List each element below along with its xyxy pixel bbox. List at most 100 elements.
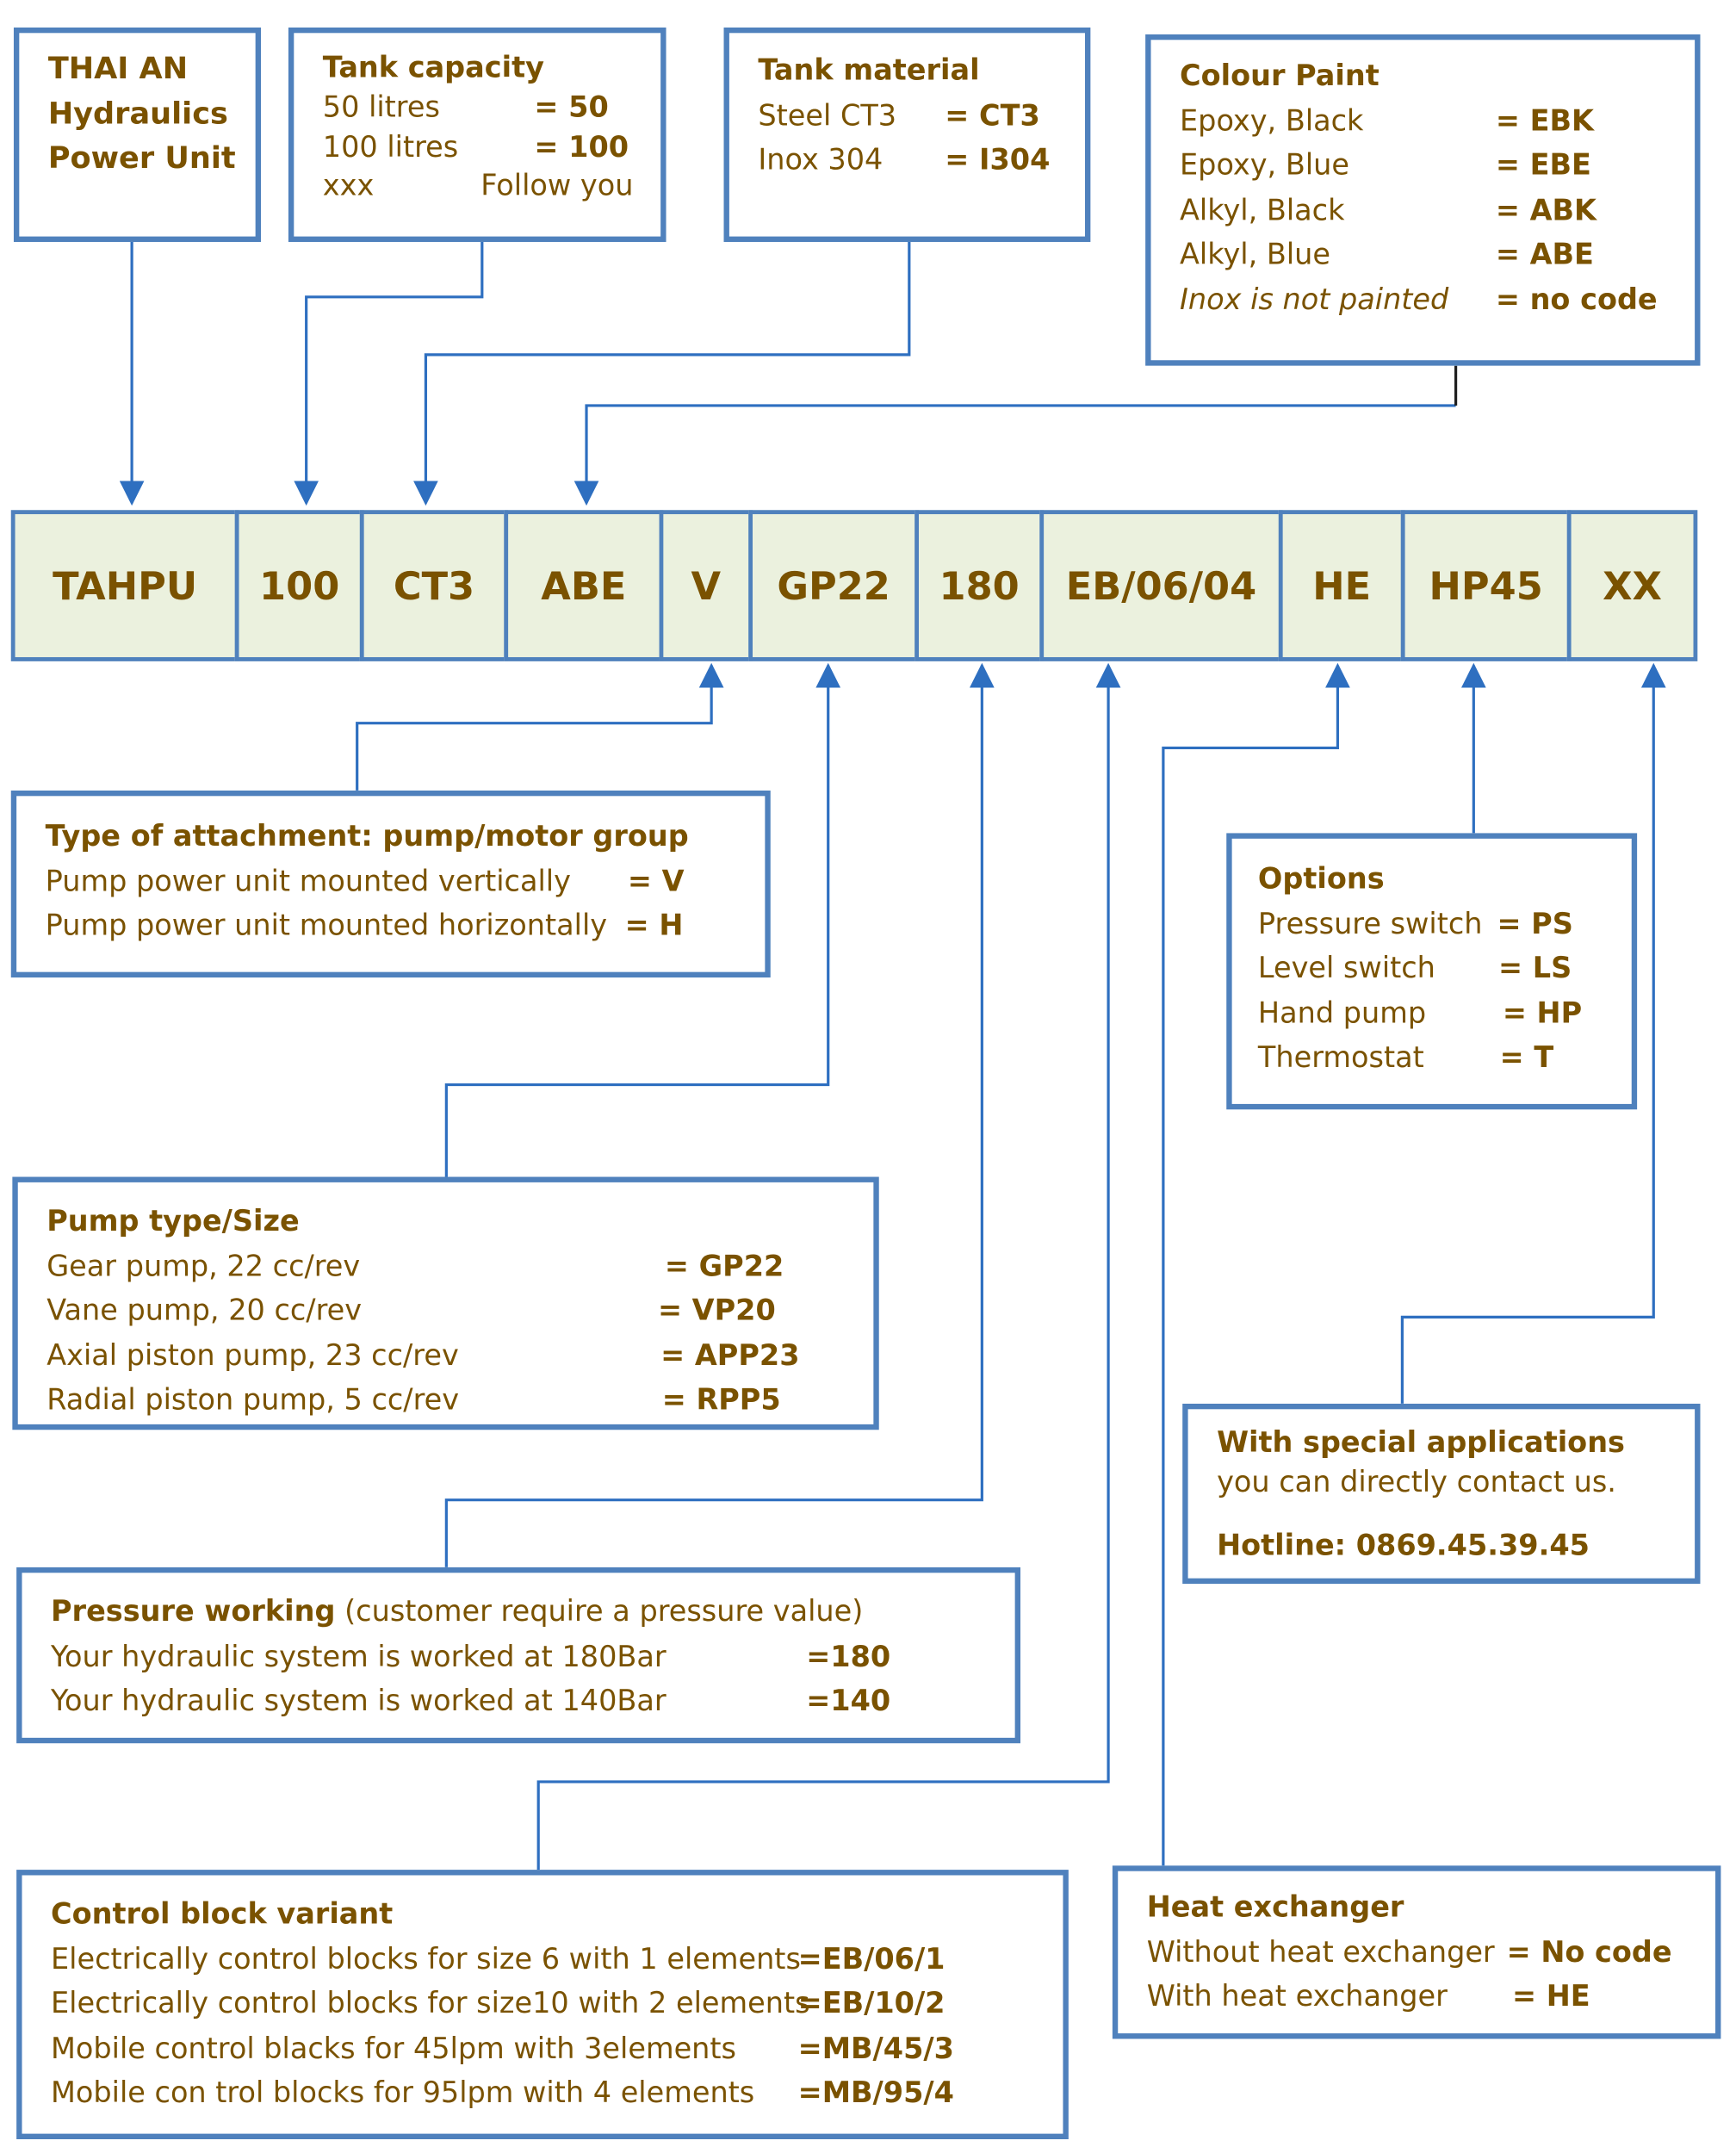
option-label: Pump power unit mounted vertically xyxy=(45,864,571,897)
connector-attachment xyxy=(356,662,724,791)
option-label: Radial piston pump, 5 cc/rev xyxy=(46,1382,460,1417)
brand-line: Power Unit xyxy=(47,141,236,177)
pump-type-row: Radial piston pump, 5 cc/rev = RPP5 xyxy=(46,1378,873,1423)
tank-material-row: Inox 304 = I304 xyxy=(758,138,1085,183)
option-code: = T xyxy=(1499,1040,1554,1074)
connector-tank-material xyxy=(413,241,911,506)
option-code: =MB/95/4 xyxy=(797,2075,954,2109)
option-label: Pressure switch xyxy=(1257,906,1483,940)
option-label: Steel CT3 xyxy=(758,98,897,132)
option-label: Alkyl, Black xyxy=(1180,193,1345,226)
code-segment: ABE xyxy=(504,510,664,661)
option-label: Axial piston pump, 23 cc/rev xyxy=(46,1338,459,1372)
control-block-title: Control block variant xyxy=(51,1897,394,1931)
heat-exchanger-title: Heat exchanger xyxy=(1146,1890,1404,1924)
brand-box: THAI AN Hydraulics Power Unit xyxy=(13,27,262,242)
tank-capacity-title: Tank capacity xyxy=(322,51,544,84)
colour-paint-row: Epoxy, Black = EBK xyxy=(1180,98,1695,143)
pump-type-row: Axial piston pump, 23 cc/rev = APP23 xyxy=(46,1333,873,1378)
tank-material-row: Steel CT3 = CT3 xyxy=(758,93,1085,138)
special-subtitle: you can directly contact us. xyxy=(1217,1465,1616,1499)
control-block-box: Control block variant Electrically contr… xyxy=(16,1870,1069,2139)
control-block-row: Electrically control blocks for size 6 w… xyxy=(51,1937,1063,1982)
option-code: = LS xyxy=(1498,951,1572,985)
option-label: 100 litres xyxy=(322,129,459,164)
connector-pump-type xyxy=(444,662,841,1177)
special-title: With special applications xyxy=(1217,1425,1625,1459)
option-code: = EBK xyxy=(1495,103,1594,137)
attachment-row: Pump power unit mounted vertically = V xyxy=(46,859,766,903)
code-segment: XX xyxy=(1566,510,1698,661)
code-segment: 100 xyxy=(234,510,364,661)
option-code: = ABE xyxy=(1495,238,1594,271)
option-code: =180 xyxy=(806,1639,891,1673)
code-segment: CT3 xyxy=(359,510,509,661)
option-label: Epoxy, Black xyxy=(1180,103,1364,137)
heat-exchanger-row: Without heat exchanger = No code xyxy=(1147,1930,1715,1975)
options-row: Thermostat = T xyxy=(1258,1035,1632,1080)
options-row: Pressure switch = PS xyxy=(1258,901,1632,946)
option-label: Your hydraulic system is worked at 180Ba… xyxy=(51,1639,666,1673)
option-code: = I304 xyxy=(945,143,1051,177)
option-label: With heat exchanger xyxy=(1146,1979,1448,2013)
colour-paint-row: Alkyl, Black = ABK xyxy=(1180,188,1695,233)
option-label: Electrically control blocks for size 6 w… xyxy=(51,1941,801,1976)
option-code: = V xyxy=(627,864,685,897)
option-label: Inox 304 xyxy=(758,143,884,177)
brand-line: Hydraulics xyxy=(47,96,228,132)
option-code: = H xyxy=(624,909,684,942)
tank-capacity-box: Tank capacity 50 litres = 50 100 litres … xyxy=(288,27,666,242)
pressure-title: Pressure working xyxy=(51,1594,336,1629)
pressure-title-note: (customer require a pressure value) xyxy=(344,1594,864,1629)
attachment-row: Pump power unit mounted horizontally = H xyxy=(46,903,766,948)
control-block-row: Mobile con trol blocks for 95lpm with 4 … xyxy=(51,2070,1063,2115)
option-code: =EB/06/1 xyxy=(797,1941,946,1976)
connector-colour-paint-blue xyxy=(574,404,1456,506)
option-label: Thermostat xyxy=(1257,1040,1424,1074)
pressure-title-row: Pressure working (customer require a pre… xyxy=(51,1589,1015,1634)
connector-tank-capacity xyxy=(294,241,484,506)
options-title: Options xyxy=(1257,861,1385,896)
option-label: Electrically control blocks for size10 w… xyxy=(51,1986,810,2020)
colour-paint-row: Epoxy, Blue = EBE xyxy=(1180,143,1695,188)
pump-type-title: Pump type/Size xyxy=(46,1204,300,1238)
option-code: = VP20 xyxy=(657,1294,776,1327)
option-label: Mobile con trol blocks for 95lpm with 4 … xyxy=(51,2075,755,2109)
option-code: Follow you xyxy=(480,169,634,202)
tank-capacity-row: xxx Follow you xyxy=(323,166,660,205)
option-label: Epoxy, Blue xyxy=(1180,148,1349,182)
option-code: = ABK xyxy=(1495,193,1596,226)
options-row: Hand pump = HP xyxy=(1258,990,1632,1035)
option-label: Vane pump, 20 cc/rev xyxy=(46,1294,363,1327)
code-segment: 180 xyxy=(914,510,1045,661)
pump-type-box: Pump type/Size Gear pump, 22 cc/rev = GP… xyxy=(12,1176,879,1430)
code-segment: GP22 xyxy=(748,510,919,661)
pressure-row: Your hydraulic system is worked at 180Ba… xyxy=(51,1634,1015,1678)
option-label: xxx xyxy=(322,169,375,202)
option-code: = 50 xyxy=(534,90,609,124)
brand-line: THAI AN xyxy=(47,52,189,87)
option-code: = No code xyxy=(1506,1934,1672,1969)
colour-paint-box: Colour Paint Epoxy, Black = EBK Epoxy, B… xyxy=(1145,34,1701,366)
special-applications-box: With special applications you can direct… xyxy=(1182,1403,1701,1585)
tank-capacity-row: 100 litres = 100 xyxy=(323,127,660,166)
order-code-bar: TAHPU 100 CT3 ABE V GP22 180 EB/06/04 HE… xyxy=(10,510,1698,661)
tank-material-box: Tank material Steel CT3 = CT3 Inox 304 =… xyxy=(723,27,1091,242)
option-label: Mobile control blacks for 45lpm with 3el… xyxy=(51,2031,736,2064)
option-code: = CT3 xyxy=(945,98,1040,132)
control-block-row: Mobile control blacks for 45lpm with 3el… xyxy=(51,2026,1063,2070)
attachment-title: Type of attachment: pump/motor group xyxy=(45,819,689,853)
option-code: = RPP5 xyxy=(661,1382,781,1417)
colour-paint-row: Inox is not painted = no code xyxy=(1180,277,1695,322)
heat-exchanger-row: With heat exchanger = HE xyxy=(1147,1974,1715,2019)
option-code: = EBE xyxy=(1495,148,1591,182)
code-segment: V xyxy=(659,510,753,661)
option-code: =EB/10/2 xyxy=(797,1986,946,2020)
tank-capacity-row: 50 litres = 50 xyxy=(323,88,660,127)
connector-heat-exchanger xyxy=(1162,662,1350,1866)
option-label: Pump power unit mounted horizontally xyxy=(45,909,608,942)
attachment-box: Type of attachment: pump/motor group Pum… xyxy=(10,790,771,978)
option-label: Alkyl, Blue xyxy=(1180,238,1330,271)
